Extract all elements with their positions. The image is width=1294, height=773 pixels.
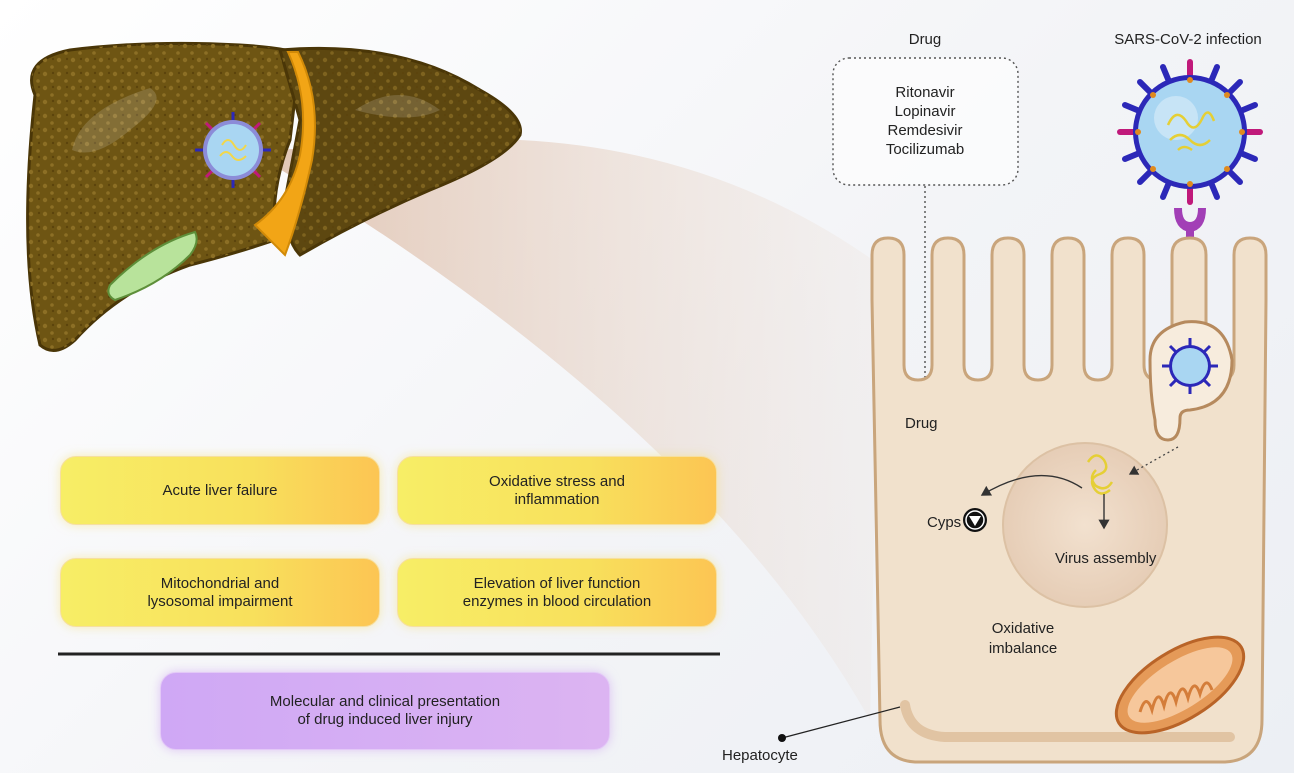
drug-item-tocilizumab: Tocilizumab [886,141,964,158]
hepatocyte-label: Hepatocyte [722,747,798,764]
cell-drug-label: Drug [905,415,938,432]
oxidative-label-line2: imbalance [989,640,1057,657]
drug-item-lopinavir: Lopinavir [895,103,956,120]
effect-box-oxidative-stress: Oxidative stress and inflammation [397,456,717,525]
cyps-enzyme-icon [963,508,987,532]
effect-text: Acute liver failure [162,482,277,500]
drug-item-remdesivir: Remdesivir [887,122,962,139]
summary-box: Molecular and clinical presentation of d… [160,672,610,750]
drug-title: Drug [909,31,942,48]
effect-text: Elevation of liver function enzymes in b… [463,575,651,611]
effect-box-mitochondrial-impairment: Mitochondrial and lysosomal impairment [60,558,380,627]
hepatocyte-pointer-dot [778,734,786,742]
cyps-label: Cyps [927,514,961,531]
virus-assembly-label: Virus assembly [1055,550,1157,567]
zoom-beam [268,140,880,720]
drug-item-ritonavir: Ritonavir [895,84,954,101]
summary-text: Molecular and clinical presentation of d… [270,693,500,729]
effect-box-acute-liver-failure: Acute liver failure [60,456,380,525]
effect-text: Mitochondrial and lysosomal impairment [147,575,292,611]
liver-virus-icon [195,112,271,188]
sars-cov-2-virus-icon [1120,62,1260,202]
sars-cov-2-label: SARS-CoV-2 infection [1114,31,1262,48]
oxidative-label-line1: Oxidative [992,620,1055,637]
effect-text: Oxidative stress and inflammation [489,473,625,509]
effect-box-liver-enzymes: Elevation of liver function enzymes in b… [397,558,717,627]
